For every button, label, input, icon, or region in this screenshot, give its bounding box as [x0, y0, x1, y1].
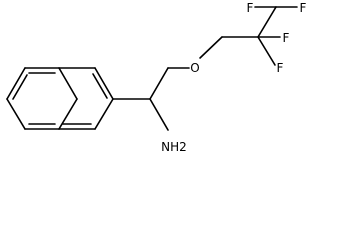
bond-cf2-to-f-lower	[257, 36, 276, 66]
bond-ch-to-nh2	[149, 98, 169, 131]
atom-label-amine: NH2	[161, 140, 187, 154]
bond	[94, 67, 114, 100]
bond	[6, 98, 26, 130]
atom-label-f-top-left: F	[247, 1, 254, 15]
atom-label-oxygen: O	[190, 61, 199, 75]
double-bond-inner	[12, 74, 28, 100]
atom-label-f-top-right: F	[300, 1, 307, 15]
bond-o-to-ch2	[199, 36, 223, 59]
naphthalene-ring	[6, 67, 114, 130]
bond-cf2-to-chf2	[257, 6, 277, 38]
atom-labels: F F F F O NH2	[161, 1, 306, 154]
bond	[58, 98, 78, 130]
bond	[6, 67, 26, 100]
atom-label-f-middle: F	[283, 31, 290, 45]
molecule-structure-diagram: F F F F O NH2	[6, 1, 307, 154]
double-bond-inner	[92, 73, 108, 99]
bond-ch-to-ch2	[149, 67, 169, 100]
side-chain	[112, 6, 298, 131]
atom-label-f-bottom: F	[277, 61, 284, 75]
bond	[94, 98, 114, 130]
bond	[58, 67, 78, 100]
